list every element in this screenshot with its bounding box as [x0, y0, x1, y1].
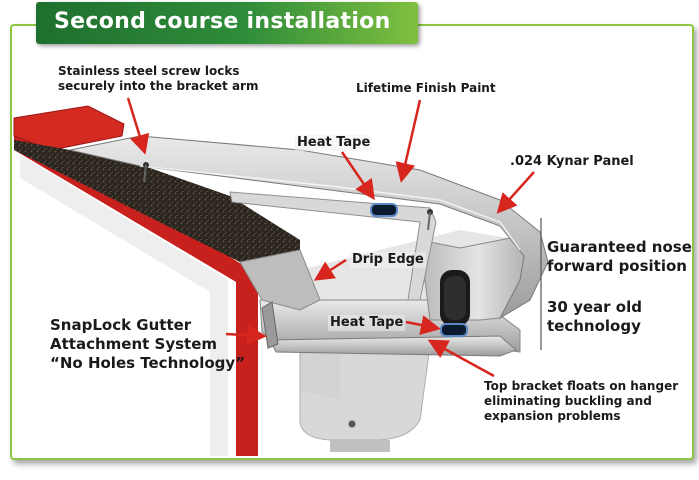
label-line: eliminating buckling and — [484, 394, 652, 408]
heat-tape-bottom-section — [440, 323, 468, 337]
screw-shaft — [143, 164, 147, 183]
lower-bracket-rail — [269, 335, 517, 357]
drip-edge-strip — [239, 249, 321, 311]
roof-edge-cap — [13, 105, 125, 151]
title-banner: Second course installation — [36, 2, 418, 44]
kynar-panel — [69, 135, 549, 320]
arrow-finish-paint — [395, 99, 422, 183]
label-line: Top bracket floats on hanger — [484, 379, 679, 393]
label-heat-tape-bottom: Heat Tape — [328, 315, 406, 331]
arrow-heat-tape-bottom — [405, 315, 441, 335]
label-line: Stainless steel screw locks — [58, 64, 240, 78]
roof-shingles — [14, 140, 300, 268]
label-line: securely into the bracket arm — [58, 79, 259, 93]
heat-tape-top-section — [370, 203, 398, 217]
heat-tape-roll — [440, 270, 470, 326]
arrow-screw-locks — [126, 97, 150, 155]
label-line: technology — [547, 317, 641, 335]
label-line: forward position — [547, 257, 687, 275]
arrow-kynar-panel — [496, 171, 535, 214]
label-screw-locks: Stainless steel screw locks securely int… — [58, 64, 258, 94]
callout-arrows — [126, 97, 535, 378]
label-line: 30 year old — [547, 298, 642, 316]
label-line: expansion problems — [484, 409, 621, 423]
label-finish-paint: Lifetime Finish Paint — [356, 81, 496, 95]
label-line: Guaranteed nose — [547, 238, 692, 256]
label-kynar-panel: .024 Kynar Panel — [510, 154, 634, 169]
arrow-drip-edge — [313, 258, 347, 281]
label-nose-forward: Guaranteed nose forward position — [547, 238, 692, 276]
label-line: Attachment System — [50, 335, 217, 353]
label-drip-edge: Drip Edge — [350, 252, 426, 268]
label-line: “No Holes Technology” — [50, 354, 246, 372]
arrow-heat-tape-top — [340, 151, 375, 201]
diagram-title: Second course installation — [54, 9, 391, 34]
label-technology-age: 30 year old technology — [547, 298, 642, 336]
screw-shaft — [427, 211, 431, 231]
arrow-snaplock — [225, 325, 267, 346]
label-snaplock: SnapLock Gutter Attachment System “No Ho… — [50, 316, 245, 373]
arrow-bracket-floats — [427, 339, 495, 378]
label-line: SnapLock Gutter — [50, 316, 192, 334]
label-heat-tape-top: Heat Tape — [295, 135, 373, 151]
label-bracket-floats: Top bracket floats on hanger eliminating… — [484, 379, 678, 424]
